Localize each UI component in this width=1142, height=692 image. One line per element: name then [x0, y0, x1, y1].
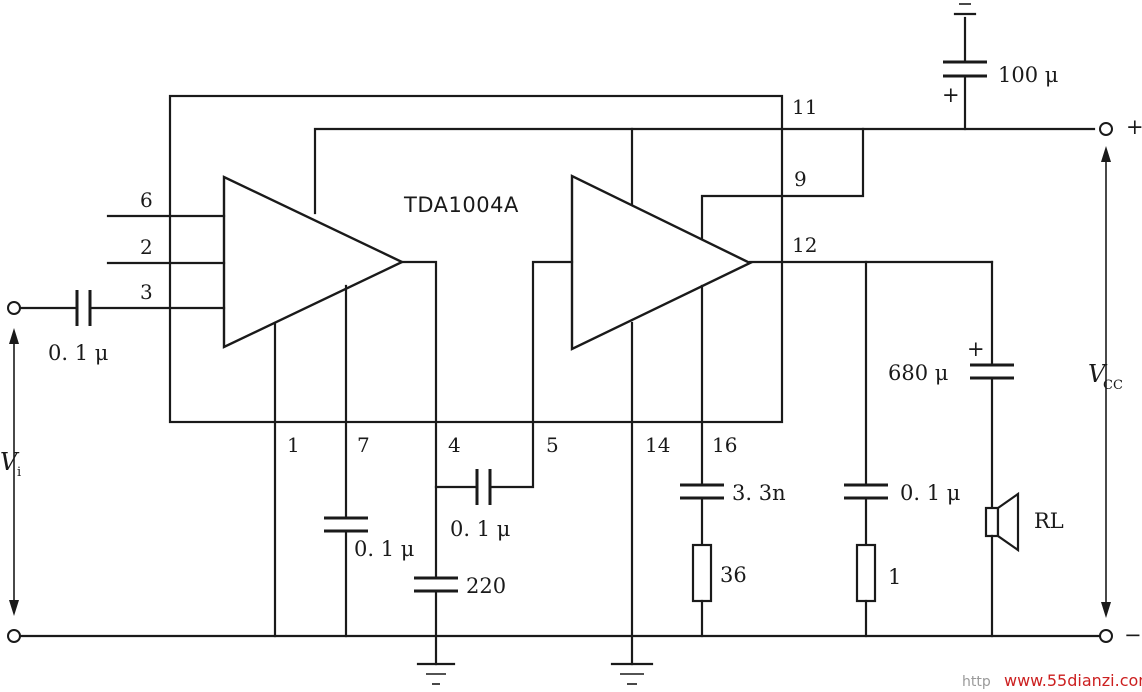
load-label: RL: [1034, 509, 1064, 533]
supply-voltage-label: V: [1088, 360, 1108, 388]
input-voltage-subscript: i: [17, 465, 21, 480]
pin-6-label: 6: [140, 188, 153, 212]
supply-cap-polarity: +: [942, 83, 960, 107]
pin-14-label: 14: [645, 433, 670, 457]
zobel-resistor: [855, 543, 877, 603]
pin-4-label: 4: [448, 433, 461, 457]
pin16-res-value: 36: [720, 563, 747, 587]
supply-terminal-plus[interactable]: [1099, 122, 1113, 136]
pin-1-label: 1: [287, 433, 300, 457]
vi-arrow-down-head: [9, 600, 19, 616]
pin16-resistor: [691, 543, 713, 603]
zobel-res-value: 1: [888, 565, 901, 589]
pin-12-label: 12: [792, 233, 817, 257]
vcc-arrow-up-head: [1101, 146, 1111, 162]
input-terminal-bottom[interactable]: [7, 629, 21, 643]
pin16-cap-value: 3. 3n: [732, 481, 786, 505]
chip-label: TDA1004A: [403, 193, 519, 217]
input-terminal-top[interactable]: [7, 301, 21, 315]
vcc-arrow-down-head: [1101, 602, 1111, 618]
amplifier-1: [222, 175, 405, 349]
input-voltage-label: V: [0, 448, 20, 476]
vi-arrow-up-head: [9, 328, 19, 344]
out-cap-value: 680 μ: [888, 361, 948, 385]
speaker-icon-cone: [996, 491, 1020, 553]
supply-terminal-minus[interactable]: [1099, 629, 1113, 643]
pin-9-label: 9: [794, 167, 807, 191]
coupling-cap-value: 0. 1 μ: [450, 517, 510, 541]
pin7-cap-value: 0. 1 μ: [354, 537, 414, 561]
pin9-bootstrap-wire: [700, 127, 865, 246]
pin-3-label: 3: [140, 280, 153, 304]
pin-7-label: 7: [357, 433, 370, 457]
amplifier-2: [570, 174, 753, 351]
pin5-wire: [488, 260, 574, 489]
speaker-icon-body: [984, 506, 1000, 538]
pin-11-label: 11: [792, 95, 817, 119]
supply-cap-value: 100 μ: [998, 63, 1058, 87]
watermark-site: www.55dianzi.com: [1004, 671, 1142, 690]
input-cap-value: 0. 1 μ: [48, 341, 108, 365]
pin4-cap-value: 220: [466, 574, 506, 598]
pin4-wire: [400, 260, 438, 580]
zobel-cap-value: 0. 1 μ: [900, 481, 960, 505]
pin-2-label: 2: [140, 235, 153, 259]
supply-voltage-subscript: CC: [1103, 378, 1123, 393]
pin-16-label: 16: [712, 433, 737, 457]
pin-5-label: 5: [546, 433, 559, 457]
supply-plus-label: +: [1126, 115, 1142, 139]
supply-rail: [313, 127, 1096, 215]
supply-minus-label: −: [1124, 623, 1142, 647]
out-cap-polarity: +: [967, 337, 985, 361]
ic-package-outline: [168, 94, 784, 424]
watermark-prefix: http: [962, 674, 991, 690]
